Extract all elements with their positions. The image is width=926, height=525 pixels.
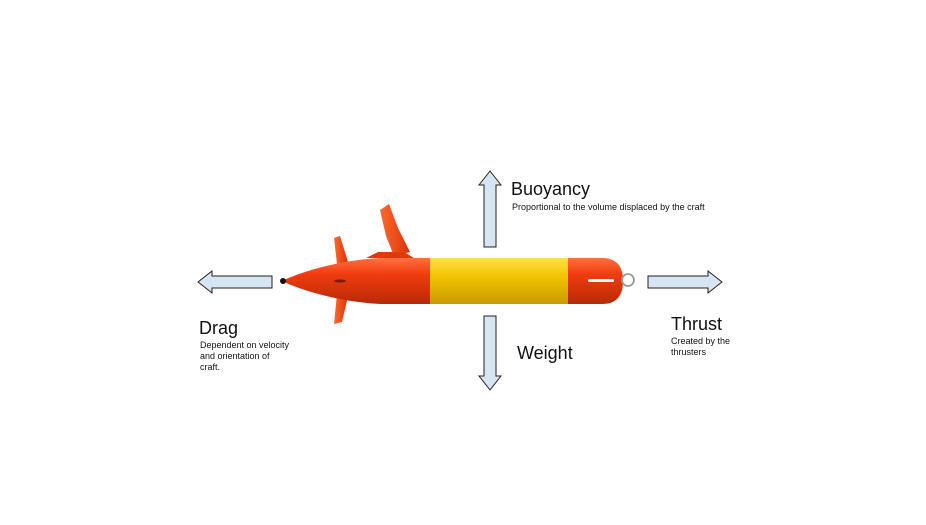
tail-section <box>282 258 432 304</box>
dorsal-fin <box>380 204 410 256</box>
buoyancy-description: Proportional to the volume displaced by … <box>512 202 705 212</box>
propeller-icon <box>280 278 286 284</box>
nose-stripe <box>588 279 614 282</box>
buoyancy-label: Buoyancy <box>511 179 591 199</box>
drag-arrow-icon <box>197 269 273 295</box>
lower-rudder <box>334 294 348 324</box>
tow-ring-icon <box>621 273 635 287</box>
drag-label: Drag <box>199 318 239 338</box>
buoyancy-arrow-icon <box>477 170 503 248</box>
underwater-vehicle <box>280 204 635 324</box>
weight-arrow-icon <box>477 315 503 391</box>
drag-description: Dependent on velocity and orientation of… <box>200 340 290 372</box>
upper-rudder <box>334 236 348 264</box>
thrust-arrow-icon <box>647 269 723 295</box>
hull-marking <box>334 279 346 283</box>
thrust-description: Created by the thrusters <box>671 336 731 357</box>
payload-band <box>430 258 570 304</box>
fin-fairing <box>366 252 414 258</box>
weight-label: Weight <box>517 343 573 363</box>
thrust-label: Thrust <box>671 314 723 334</box>
